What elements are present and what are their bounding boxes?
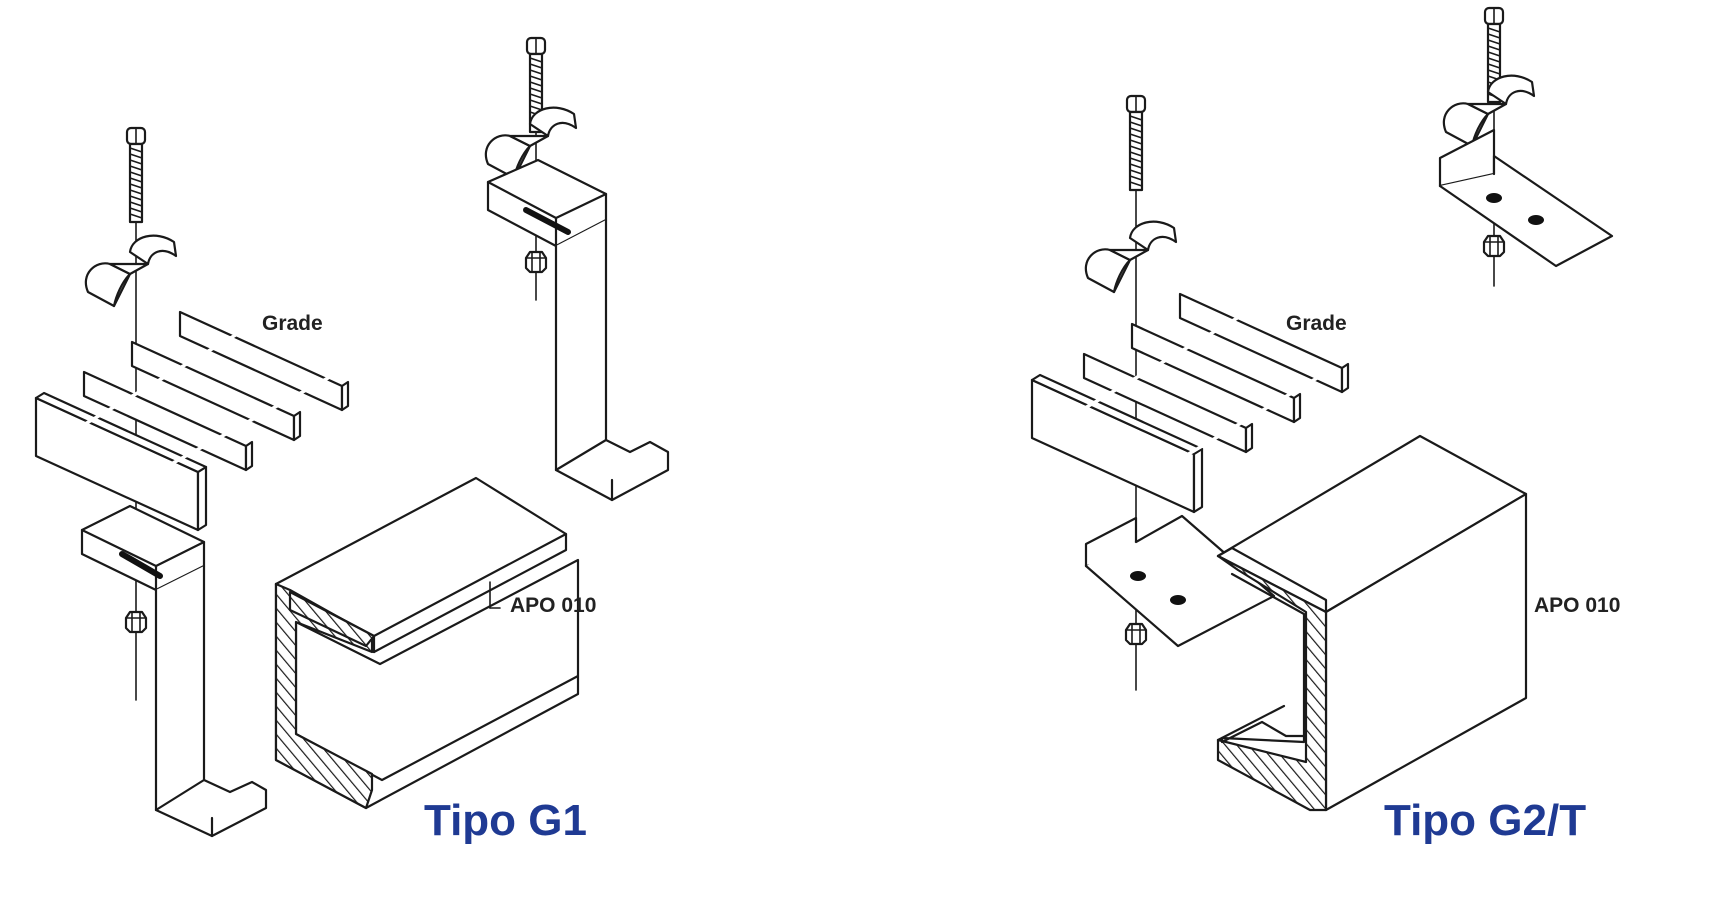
- l-bracket-upper: [1438, 128, 1614, 268]
- profile-label-left: APO 010: [510, 594, 597, 617]
- nut-icon: [524, 250, 548, 274]
- type-label-right: Tipo G2/T: [1384, 796, 1587, 845]
- grating-drawing: [1030, 292, 1350, 514]
- clamp-icon: [1084, 220, 1178, 294]
- clamp-icon: [84, 234, 178, 308]
- grating-drawing: [34, 310, 350, 532]
- nut-icon: [1124, 622, 1148, 646]
- grade-label-left: Grade: [262, 312, 323, 335]
- assembly-tipo-g2t: [1030, 6, 1614, 812]
- z-clip-upper: [486, 158, 670, 502]
- u-profile-large: [1216, 434, 1528, 812]
- bolt-icon: [1125, 94, 1147, 192]
- nut-icon: [124, 610, 148, 634]
- l-bracket-lower: [1084, 514, 1276, 648]
- grade-label-right: Grade: [1286, 312, 1347, 335]
- bolt-icon: [125, 126, 147, 224]
- c-channel-profile: [274, 476, 580, 810]
- z-clip-lower: [80, 504, 268, 838]
- assembly-tipo-g1: [34, 36, 670, 838]
- type-label-left: Tipo G1: [424, 796, 587, 845]
- nut-icon: [1482, 234, 1506, 258]
- profile-label-right: APO 010: [1534, 594, 1621, 617]
